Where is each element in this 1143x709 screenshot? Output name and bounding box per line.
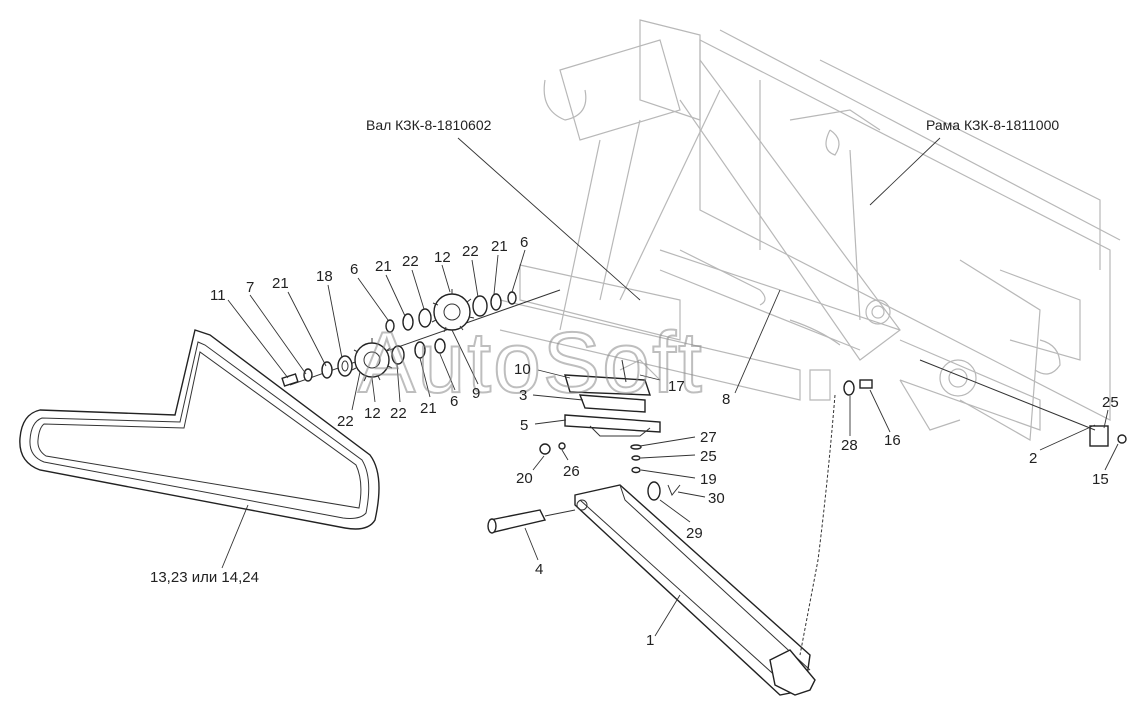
callout-27: 27: [700, 429, 717, 446]
leader-lines: [221, 137, 1119, 637]
callout-9: 9: [472, 385, 480, 402]
shaft-parts: [281, 289, 561, 387]
callout-22: 22: [462, 243, 479, 260]
callout-17: 17: [668, 378, 685, 395]
callout-19: 19: [700, 471, 717, 488]
callout-20: 20: [516, 470, 533, 487]
small-hardware: [539, 359, 1127, 501]
callout-26: 26: [563, 463, 580, 480]
frame-title: Рама КЗК-8-1811000: [926, 117, 1059, 133]
callout-1: 1: [646, 632, 654, 649]
v-belt: [19, 329, 380, 530]
callout-12: 12: [364, 405, 381, 422]
callout-21: 21: [272, 275, 289, 292]
callout-18: 18: [316, 268, 333, 285]
autosoft-watermark: AutoSoft: [358, 315, 704, 411]
callout-belt: 13,23 или 14,24: [150, 569, 259, 586]
callout-2: 2: [1029, 450, 1037, 467]
callout-29: 29: [686, 525, 703, 542]
callout-30: 30: [708, 490, 725, 507]
callout-21: 21: [420, 400, 437, 417]
callout-25: 25: [1102, 394, 1119, 411]
callout-25: 25: [700, 448, 717, 465]
callout-21: 21: [375, 258, 392, 275]
bracket-parts: [564, 359, 661, 437]
callout-4: 4: [535, 561, 543, 578]
callout-7: 7: [246, 279, 254, 296]
callout-15: 15: [1092, 471, 1109, 488]
callout-10: 10: [514, 361, 531, 378]
callout-3: 3: [519, 387, 527, 404]
callout-6: 6: [520, 234, 528, 251]
callout-22: 22: [390, 405, 407, 422]
chute-1: [574, 394, 836, 696]
callout-12: 12: [434, 249, 451, 266]
callout-21: 21: [491, 238, 508, 255]
sprocket-12-lower: [351, 338, 393, 382]
callout-6: 6: [450, 393, 458, 410]
pin-4: [487, 509, 576, 534]
callout-22: 22: [402, 253, 419, 270]
sprocket-12-upper: [431, 289, 475, 333]
callout-6: 6: [350, 261, 358, 278]
callout-11: 11: [210, 287, 226, 304]
callout-28: 28: [841, 437, 858, 454]
callout-8: 8: [722, 391, 730, 408]
callout-16: 16: [884, 432, 901, 449]
shaft-title: Вал КЗК-8-1810602: [366, 117, 492, 133]
callout-22: 22: [337, 413, 354, 430]
callout-5: 5: [520, 417, 528, 434]
